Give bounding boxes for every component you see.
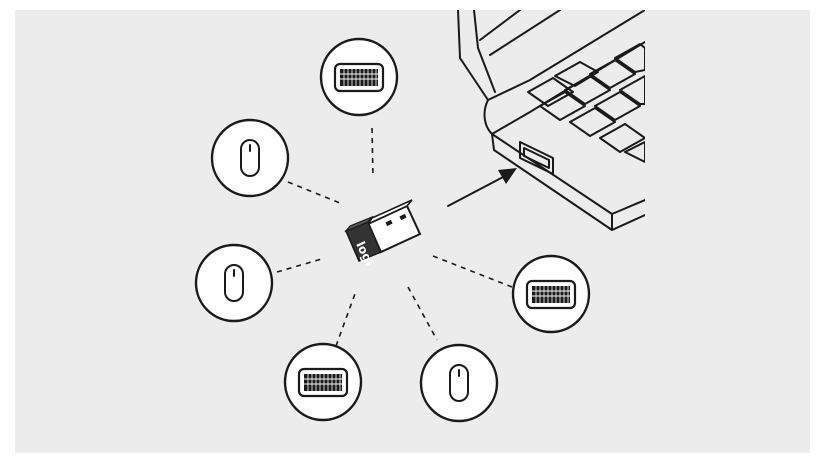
keyboard-icon [525, 279, 577, 310]
usb-port [519, 141, 554, 175]
usb-receiver-icon: logi [344, 199, 422, 268]
keyboard-node-bottom-left [283, 342, 363, 422]
keyboard-node-top [319, 37, 399, 117]
laptop-keys [527, 43, 645, 163]
laptop-icon [457, 10, 645, 231]
keyboard-icon [297, 367, 349, 398]
mouse-icon [240, 139, 260, 177]
mouse-icon [224, 264, 244, 302]
arrow-icon [447, 168, 517, 207]
keyboard-icon [333, 62, 385, 93]
keyboard-node-right [511, 254, 591, 334]
mouse-node-upper-left [210, 118, 290, 198]
mouse-icon [449, 364, 469, 402]
connection-lines [276, 127, 513, 347]
mouse-node-bottom [419, 343, 499, 423]
mouse-node-left [194, 243, 274, 323]
